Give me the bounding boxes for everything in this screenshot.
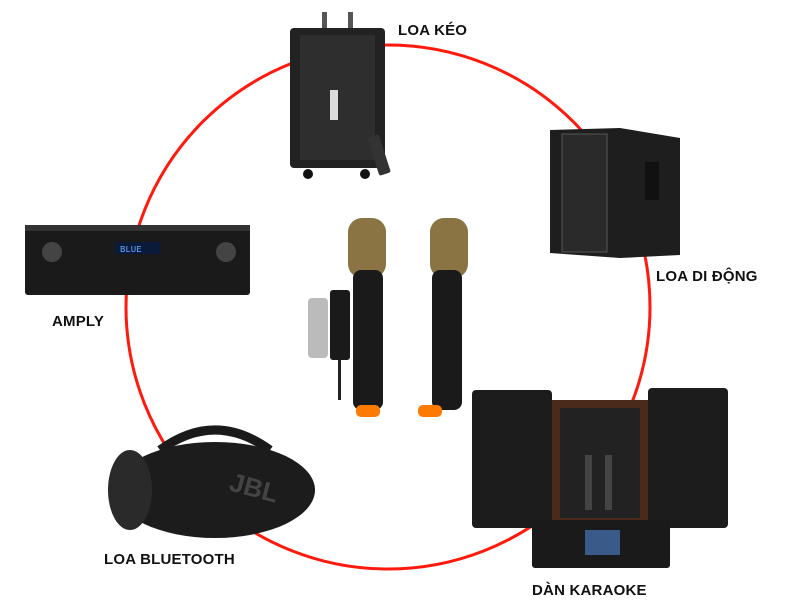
label-trolley-speaker: LOA KÉO [398, 22, 468, 39]
label-karaoke-system: DÀN KARAOKE [532, 582, 647, 599]
connection-ring [124, 43, 652, 571]
portable-speaker-image [550, 128, 680, 258]
label-bluetooth-speaker: LOA BLUETOOTH [104, 551, 235, 568]
wireless-microphones-image [308, 218, 468, 417]
karaoke-system-image [472, 388, 728, 568]
trolley-speaker-image [290, 12, 391, 179]
label-amplifier: AMPLY [52, 313, 105, 330]
amplifier-image: BLUE [25, 225, 250, 295]
svg-text:BLUE: BLUE [120, 245, 142, 255]
bluetooth-speaker-image: JBL [108, 425, 315, 538]
label-portable-speaker: LOA DI ĐỘNG [656, 268, 758, 285]
